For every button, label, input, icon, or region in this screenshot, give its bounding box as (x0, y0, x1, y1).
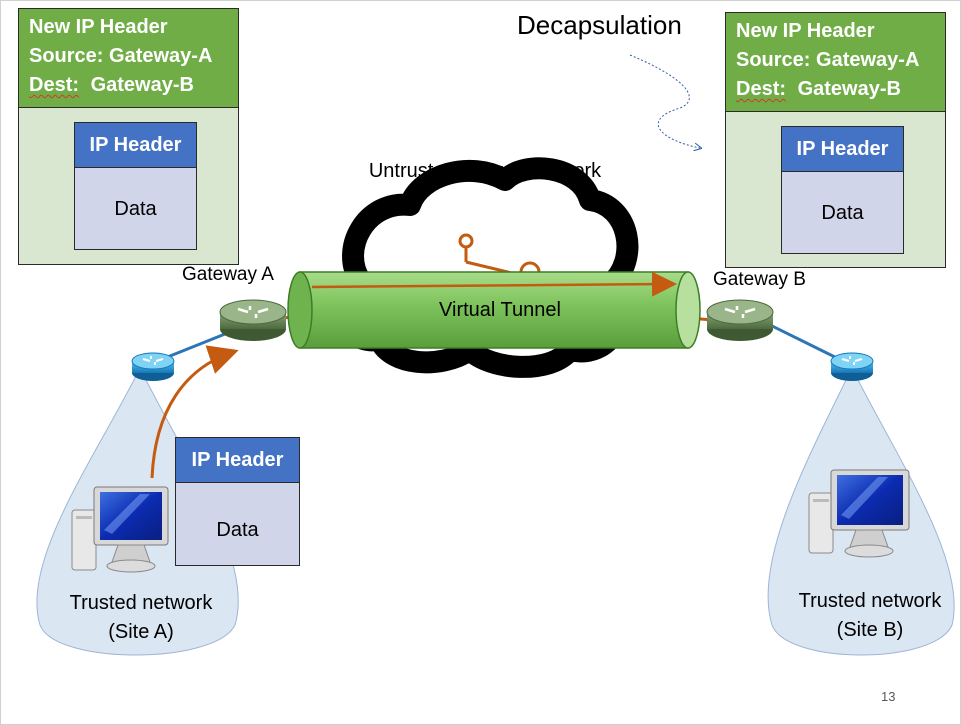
dest-value: Gateway-B (90, 74, 194, 96)
site-a-label-line1: Trusted network (69, 592, 213, 614)
packet-site-a: IP Header Data (175, 437, 300, 566)
ip-header-block: IP Header (782, 127, 903, 172)
encapsulated-packet-right: New IP Header Source: Gateway-A Dest: Ga… (725, 12, 946, 268)
new-ip-header-dest: Dest: Gateway-B (29, 71, 194, 100)
cloud-label: Untrusted/Shared network (368, 160, 602, 182)
data-label: Data (821, 202, 864, 224)
tunnel-label: Virtual Tunnel (439, 299, 561, 321)
site-b-label: Trusted network (Site B) (770, 587, 961, 645)
new-ip-header-source: Source: Gateway-A (736, 49, 920, 71)
ip-header-label: IP Header (796, 138, 889, 160)
ip-header-block: IP Header (75, 123, 196, 168)
ip-header-label: IP Header (191, 449, 284, 471)
new-ip-header-left: New IP Header Source: Gateway-A Dest: Ga… (19, 9, 238, 108)
site-b-label-line1: Trusted network (798, 590, 942, 612)
router-icon (219, 299, 287, 341)
new-ip-header-title: New IP Header (736, 20, 875, 42)
data-label: Data (114, 198, 157, 220)
link-site-a-gateway-a (159, 328, 236, 362)
gateway-b-label: Gateway B (713, 269, 806, 290)
new-ip-header-source: Source: Gateway-A (29, 45, 213, 67)
inner-packet-right: IP Header Data (781, 126, 904, 254)
tunnel-flow-arrow (311, 271, 677, 297)
ip-header-block: IP Header (176, 438, 299, 483)
new-ip-header-right: New IP Header Source: Gateway-A Dest: Ga… (726, 13, 945, 112)
slide-title: Decapsulation (517, 10, 682, 40)
virtual-tunnel (287, 271, 701, 349)
router-icon (830, 352, 874, 381)
site-a-label: Trusted network (Site A) (41, 589, 241, 647)
gateway-a-label: Gateway A (182, 264, 274, 285)
new-ip-header-dest: Dest: Gateway-B (736, 75, 901, 104)
link-gateway-b-site-b (759, 318, 846, 364)
encapsulated-packet-left: New IP Header Source: Gateway-A Dest: Ga… (18, 8, 239, 265)
computer-icon (71, 486, 169, 573)
dest-prefix: Dest: (29, 74, 80, 96)
ip-header-label: IP Header (89, 134, 182, 156)
page-number: 13 (881, 689, 896, 704)
site-a-label-line2: (Site A) (108, 621, 174, 643)
data-label: Data (216, 519, 259, 541)
dest-prefix: Dest: (736, 78, 787, 100)
router-icon (131, 352, 175, 381)
router-icon (706, 299, 774, 341)
dest-value: Gateway-B (797, 78, 901, 100)
inner-packet-left: IP Header Data (74, 122, 197, 250)
decapsulation-pointer-arrow (629, 54, 700, 148)
computer-icon (808, 469, 910, 558)
site-a-flow-arrow (150, 345, 239, 479)
site-b-label-line2: (Site B) (836, 619, 904, 641)
new-ip-header-title: New IP Header (29, 16, 168, 38)
